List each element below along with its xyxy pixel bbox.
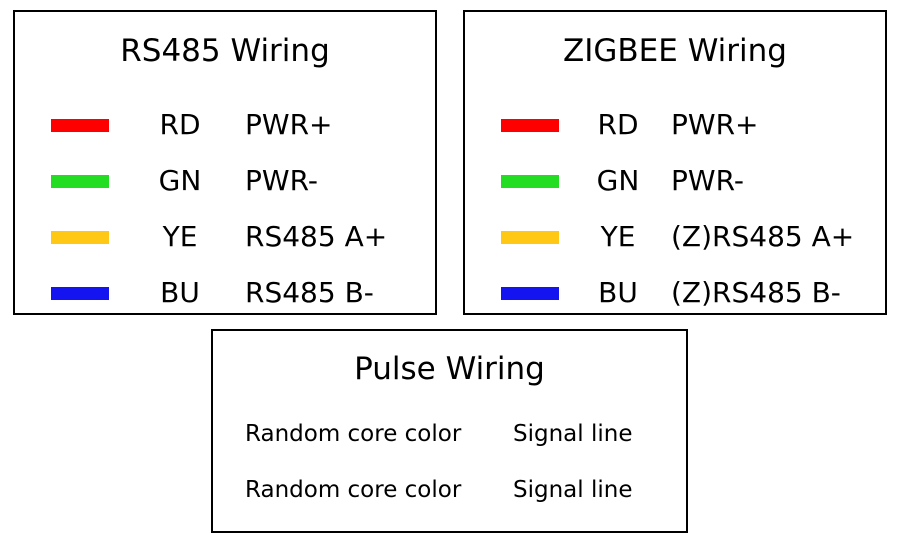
wire-function-label: PWR- <box>671 164 744 197</box>
wire-code-label: BU <box>160 276 200 309</box>
zigbee-row-red: RD PWR+ <box>465 105 885 145</box>
wire-code-label: RD <box>159 108 201 141</box>
wire-function-label: PWR+ <box>245 108 333 141</box>
zigbee-row-blue: BU (Z)RS485 B- <box>465 273 885 313</box>
pulse-wiring-panel: Pulse Wiring Random core color Signal li… <box>211 329 688 533</box>
wire-code-label: YE <box>162 220 198 253</box>
yellow-wire-swatch <box>51 231 109 244</box>
rs485-wiring-title: RS485 Wiring <box>120 33 330 69</box>
signal-function-label: Signal line <box>513 421 633 447</box>
rs485-row-blue: BU RS485 B- <box>15 273 435 313</box>
rs485-wiring-panel: RS485 Wiring RD PWR+ GN PWR- YE RS485 A+… <box>13 10 437 315</box>
zigbee-row-green: GN PWR- <box>465 161 885 201</box>
zigbee-row-yellow: YE (Z)RS485 A+ <box>465 217 885 257</box>
yellow-wire-swatch <box>501 231 559 244</box>
wire-function-label: RS485 B- <box>245 276 374 309</box>
red-wire-swatch <box>51 119 109 132</box>
wire-code-label: YE <box>600 220 636 253</box>
wire-function-label: RS485 A+ <box>245 220 388 253</box>
wire-function-label: PWR+ <box>671 108 759 141</box>
zigbee-wiring-panel: ZIGBEE Wiring RD PWR+ GN PWR- YE (Z)RS48… <box>463 10 887 315</box>
blue-wire-swatch <box>51 287 109 300</box>
zigbee-wiring-title: ZIGBEE Wiring <box>563 33 787 69</box>
green-wire-swatch <box>51 175 109 188</box>
wire-code-label: RD <box>597 108 639 141</box>
pulse-row: Random core color Signal line <box>213 417 686 451</box>
pulse-wiring-title: Pulse Wiring <box>354 351 545 387</box>
core-color-label: Random core color <box>245 477 462 503</box>
rs485-row-green: GN PWR- <box>15 161 435 201</box>
red-wire-swatch <box>501 119 559 132</box>
wire-code-label: GN <box>596 164 640 197</box>
wire-function-label: (Z)RS485 B- <box>671 276 841 309</box>
rs485-row-yellow: YE RS485 A+ <box>15 217 435 257</box>
wire-code-label: GN <box>158 164 202 197</box>
rs485-row-red: RD PWR+ <box>15 105 435 145</box>
wire-function-label: (Z)RS485 A+ <box>671 220 855 253</box>
wire-code-label: BU <box>598 276 638 309</box>
signal-function-label: Signal line <box>513 477 633 503</box>
blue-wire-swatch <box>501 287 559 300</box>
core-color-label: Random core color <box>245 421 462 447</box>
pulse-row: Random core color Signal line <box>213 473 686 507</box>
wire-function-label: PWR- <box>245 164 318 197</box>
green-wire-swatch <box>501 175 559 188</box>
